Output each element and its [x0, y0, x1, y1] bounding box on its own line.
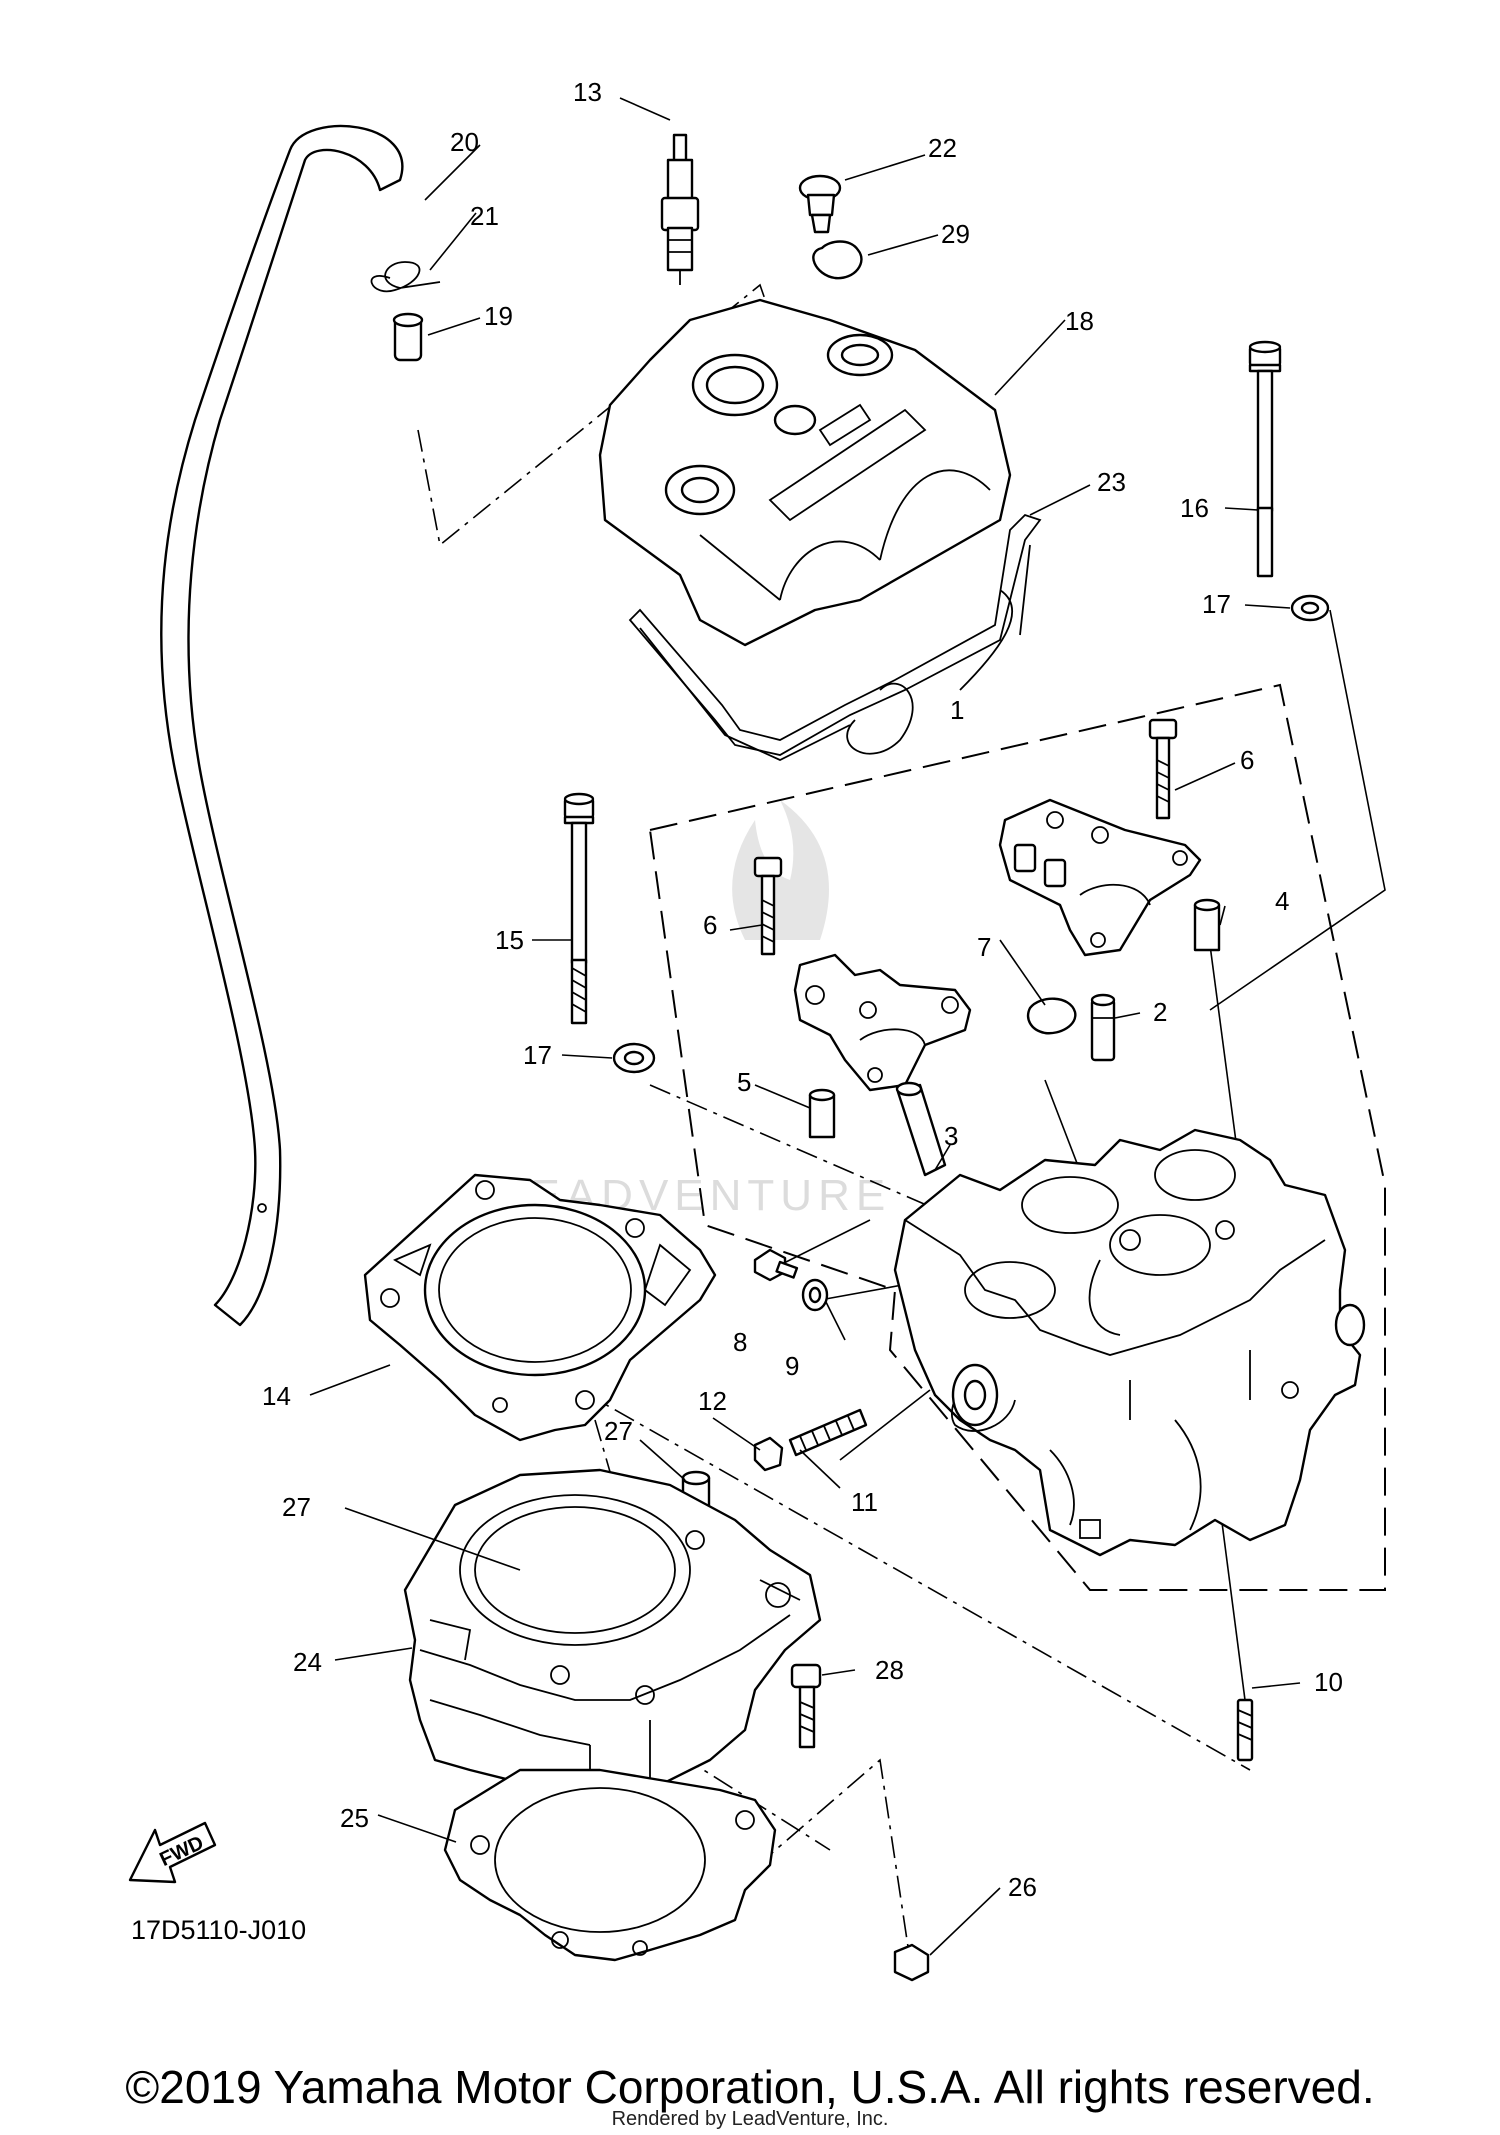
callout-3: 3 — [944, 1121, 958, 1151]
rendered-by-notice: Rendered by LeadVenture, Inc. — [611, 2108, 889, 2130]
callout-1: 1 — [950, 695, 964, 725]
flange-nut — [753, 1436, 784, 1472]
callout-27b: 27 — [604, 1416, 633, 1446]
cylinder-bolt — [790, 1663, 822, 1749]
valve-guide-a — [1090, 993, 1116, 1062]
callout-11: 11 — [851, 1487, 878, 1517]
cylinder-stud — [1236, 1698, 1254, 1762]
callout-4: 4 — [1275, 886, 1289, 916]
hose-clip — [370, 261, 441, 293]
callout-28: 28 — [875, 1655, 904, 1685]
callout-15: 15 — [495, 925, 524, 955]
callout-19: 19 — [484, 301, 513, 331]
callout-leaders — [309, 97, 1301, 1956]
cap-bolt-left — [753, 856, 783, 956]
callout-14: 14 — [262, 1381, 291, 1411]
callout-numbers: 13 20 22 21 29 19 18 23 16 17 1 6 4 6 15… — [262, 77, 1343, 1902]
spark-plug — [660, 133, 700, 285]
callout-22: 22 — [928, 133, 957, 163]
cylinder-head-cover — [598, 298, 1012, 647]
cylinder-base-gasket — [443, 1768, 777, 1962]
head-bolt-long-right — [1248, 340, 1282, 578]
cylinder-head-gasket — [363, 1173, 717, 1442]
callout-25: 25 — [340, 1803, 369, 1833]
callout-16: 16 — [1180, 493, 1209, 523]
exhaust-stud — [788, 1408, 868, 1457]
valve-guide-b — [895, 1081, 947, 1177]
callout-8: 8 — [733, 1327, 747, 1357]
dowel-pin-left — [808, 1088, 836, 1139]
callout-26: 26 — [1008, 1872, 1037, 1902]
copyright-notice: ©2019 Yamaha Motor Corporation, U.S.A. A… — [125, 2061, 1375, 2113]
callout-29: 29 — [941, 219, 970, 249]
callout-5: 5 — [737, 1067, 751, 1097]
dowel-pin-right — [1193, 898, 1221, 952]
cylinder-block — [403, 1468, 822, 1812]
washer-left — [612, 1042, 656, 1074]
cap-bolt-right — [1148, 718, 1178, 820]
callout-20: 20 — [450, 127, 479, 157]
head-plug — [1026, 997, 1077, 1035]
callout-18: 18 — [1065, 306, 1094, 336]
callout-21: 21 — [470, 201, 499, 231]
camshaft-cap-left — [793, 953, 972, 1092]
diagram-code: 17D5110-J010 — [131, 1915, 307, 1945]
callout-23: 23 — [1097, 467, 1126, 497]
cylinder-head — [893, 1128, 1366, 1557]
callout-7: 7 — [977, 932, 991, 962]
callout-9: 9 — [785, 1351, 799, 1381]
washer-right — [1290, 594, 1330, 622]
cover-grommet — [812, 240, 863, 280]
cylinder-head-assembly-outline — [649, 683, 1386, 1591]
breather-hose — [160, 124, 404, 1327]
callout-12: 12 — [698, 1386, 727, 1416]
copper-washer — [801, 1278, 829, 1312]
head-cover-gasket — [628, 513, 1042, 756]
callout-6b: 6 — [703, 910, 717, 940]
callout-24: 24 — [293, 1647, 322, 1677]
forward-arrow: FWD — [128, 1821, 217, 1884]
callout-17a: 17 — [1202, 589, 1231, 619]
oil-bolt — [753, 1248, 799, 1282]
callout-10: 10 — [1314, 1667, 1343, 1697]
camshaft-cap-right — [998, 798, 1202, 957]
callout-2: 2 — [1153, 997, 1167, 1027]
cylinder-nut — [893, 1943, 930, 1982]
cover-bolt — [798, 174, 842, 234]
callout-13: 13 — [573, 77, 602, 107]
callout-6a: 6 — [1240, 745, 1254, 775]
head-bolt-long-left — [563, 792, 595, 1025]
callout-17b: 17 — [523, 1040, 552, 1070]
callout-27a: 27 — [282, 1492, 311, 1522]
breather-joint — [392, 312, 424, 362]
